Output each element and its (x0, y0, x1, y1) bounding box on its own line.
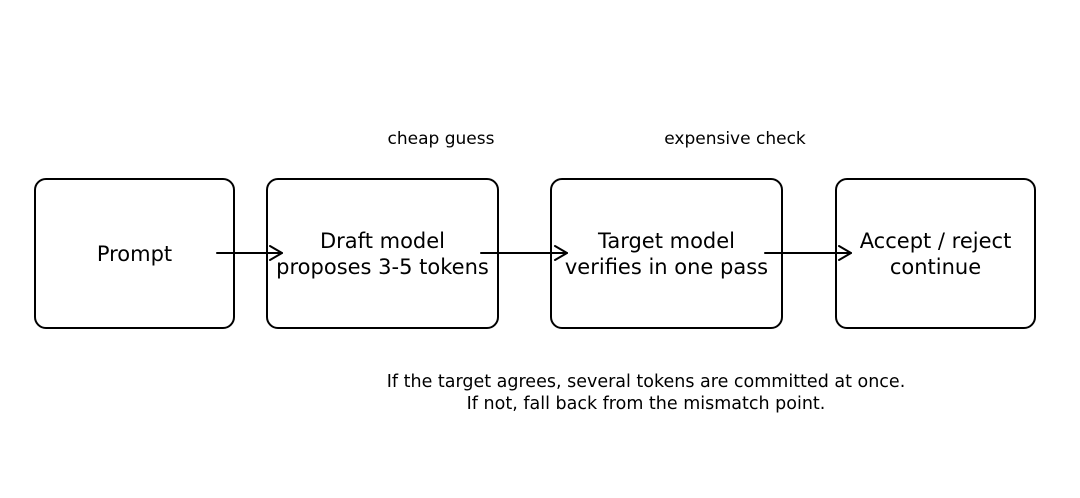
expensive-check-annotation: expensive check (664, 129, 806, 149)
cheap-guess-annotation: cheap guess (387, 129, 495, 149)
target-model-node-subtitle: verifies in one pass (564, 254, 769, 279)
accept-reject-node-subtitle: continue (889, 254, 982, 279)
draft-model-node-title: Draft model (320, 228, 445, 253)
target-model-node: Target model verifies in one pass (550, 178, 783, 329)
accept-reject-node-title: Accept / reject (859, 228, 1012, 253)
draft-model-node: Draft model proposes 3-5 tokens (266, 178, 499, 329)
draft-model-node-subtitle: proposes 3-5 tokens (276, 254, 489, 279)
target-model-node-title: Target model (597, 228, 736, 253)
footnote-line-1: If the target agrees, several tokens are… (386, 372, 906, 392)
footnote-line-2: If not, fall back from the mismatch poin… (466, 394, 826, 414)
accept-reject-node: Accept / reject continue (835, 178, 1036, 329)
prompt-node-label: Prompt (96, 241, 173, 266)
prompt-node: Prompt (34, 178, 235, 329)
footnote: If the target agrees, several tokens are… (387, 371, 906, 415)
